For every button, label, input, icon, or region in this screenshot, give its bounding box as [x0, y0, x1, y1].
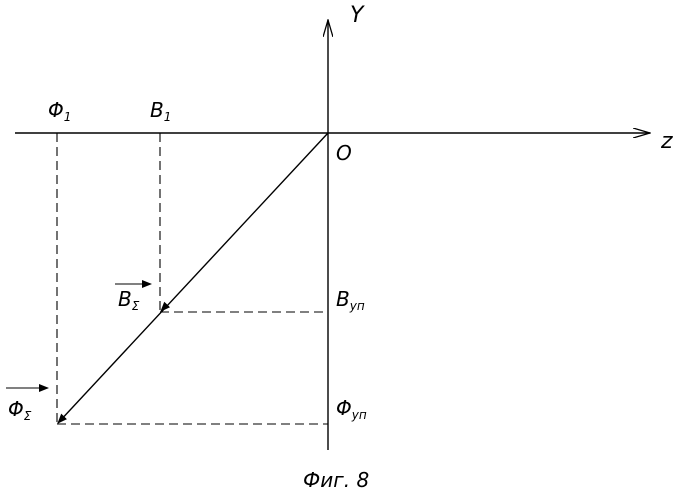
- phi-sigma-label: ΦΣ: [8, 397, 32, 423]
- phi-yp-label: Φуп: [336, 396, 367, 422]
- b-yp-sub: уп: [349, 299, 365, 313]
- b-yp-main: B: [336, 287, 350, 311]
- phi-sigma-sub: Σ: [24, 409, 32, 423]
- figure-caption: Фиг. 8: [303, 468, 369, 492]
- origin-label: O: [336, 141, 352, 165]
- phi-yp-sub: уп: [351, 408, 367, 422]
- b-sigma-label: BΣ: [118, 287, 140, 313]
- phi1-main: Φ: [48, 98, 64, 122]
- y-axis-label: Y: [350, 3, 365, 28]
- phi1-sub: 1: [64, 110, 72, 124]
- b1-label: B1: [150, 98, 171, 124]
- b1-sub: 1: [164, 110, 172, 124]
- b-sigma-main: B: [118, 287, 132, 311]
- phi-sigma-main: Φ: [8, 397, 24, 421]
- phi-sigma-vector: [58, 133, 328, 423]
- phi1-label: Φ1: [48, 98, 71, 124]
- phi-yp-main: Φ: [336, 396, 352, 420]
- b1-main: B: [150, 98, 164, 122]
- z-axis-label: z: [660, 129, 673, 154]
- b-yp-label: Bуп: [336, 287, 365, 313]
- b-sigma-sub: Σ: [132, 299, 140, 313]
